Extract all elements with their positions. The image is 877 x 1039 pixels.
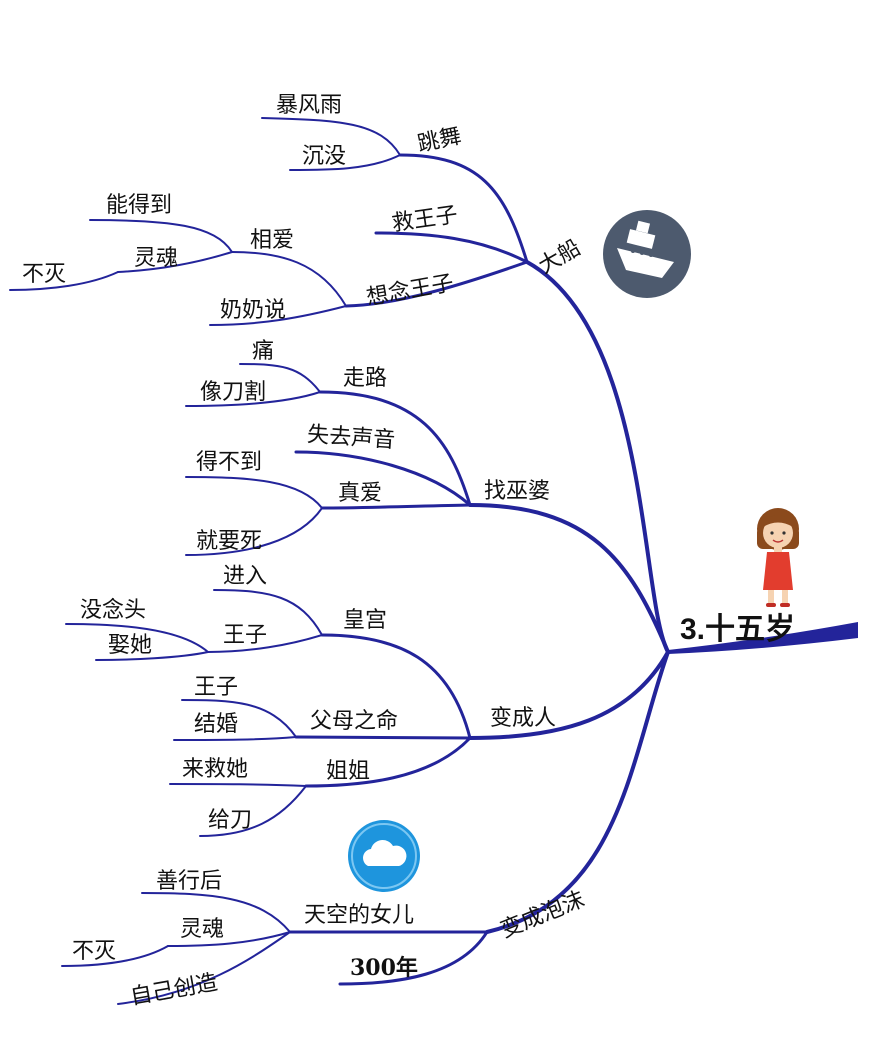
- connector-line: [117, 931, 291, 1005]
- connector-line: [185, 476, 323, 509]
- root-label: 3.十五岁: [680, 613, 795, 646]
- node-label: 真爱: [338, 481, 382, 506]
- node-label: 相爱: [250, 228, 294, 253]
- root-branch: [668, 622, 858, 654]
- connector-line: [167, 931, 291, 947]
- connector-line: [398, 153, 529, 264]
- node-label: 暴风雨: [276, 93, 342, 118]
- connector-line: [181, 699, 297, 738]
- node-label: 不灭: [72, 939, 116, 964]
- node-label: 失去声音: [306, 422, 396, 453]
- node-label: 善行后: [156, 869, 222, 894]
- connector-line: [294, 735, 472, 740]
- connector-line: [141, 892, 291, 933]
- branch-label: 找巫婆: [484, 479, 550, 504]
- connector-line: [169, 783, 307, 787]
- node-label: 父母之命: [310, 709, 398, 734]
- node-label: 来救她: [182, 757, 248, 782]
- branch-label: 变成人: [490, 706, 556, 731]
- node-label: 奶奶说: [220, 298, 286, 323]
- connector-line: [9, 271, 119, 291]
- connector-line: [231, 251, 347, 307]
- node-label: 得不到: [196, 450, 262, 475]
- branch-label: 大船: [534, 236, 585, 280]
- connector-line: [239, 363, 321, 393]
- connector-line: [318, 390, 472, 507]
- connector-line: [485, 650, 670, 934]
- connector-line: [185, 507, 323, 556]
- node-label: 想念王子: [365, 271, 456, 311]
- connector-line: [374, 231, 529, 264]
- node-label: 没念头: [80, 598, 146, 623]
- connector-line: [304, 736, 472, 788]
- node-label: 痛: [252, 339, 274, 364]
- connector-line: [173, 736, 297, 741]
- node-label: 天空的女儿: [304, 903, 414, 928]
- connector-line: [199, 785, 307, 837]
- ship-icon: [603, 210, 691, 298]
- connector-line: [294, 450, 472, 507]
- node-label: 像刀割: [200, 380, 266, 405]
- connector-line: [117, 251, 233, 273]
- node-label: 就要死: [196, 529, 262, 554]
- connector-line: [261, 117, 401, 156]
- connector-line: [65, 623, 209, 653]
- node-label: 走路: [343, 366, 387, 391]
- node-label: 沉没: [302, 144, 346, 169]
- connector-line: [344, 260, 529, 308]
- connector-line: [289, 154, 401, 171]
- cloud-icon: [348, 820, 420, 892]
- node-label: 结婚: [194, 712, 238, 737]
- connector-line: [213, 589, 323, 636]
- node-label: 王子: [223, 623, 267, 648]
- node-label: 进入: [223, 564, 267, 589]
- connector-line: [61, 945, 169, 967]
- node-label: 皇宫: [343, 608, 387, 633]
- connector-line: [89, 219, 233, 253]
- node-label: 能得到: [106, 193, 172, 218]
- node-label: 姐姐: [326, 759, 370, 784]
- node-label: 300年: [350, 955, 418, 981]
- connector-line: [468, 650, 670, 740]
- branch-label: 变成泡沫: [497, 887, 588, 943]
- node-label: 跳舞: [415, 124, 463, 158]
- connector-line: [320, 503, 472, 510]
- connector-line: [207, 634, 323, 653]
- connector-line: [185, 391, 321, 407]
- node-label: 灵魂: [180, 917, 224, 942]
- connector-line: [468, 503, 670, 654]
- connector-line: [95, 651, 209, 661]
- node-label: 给刀: [208, 808, 252, 833]
- connector-line: [320, 633, 472, 740]
- connector-line: [525, 260, 670, 654]
- node-label: 不灭: [22, 262, 66, 287]
- node-label: 救王子: [390, 203, 459, 237]
- node-label: 王子: [194, 675, 238, 700]
- node-label: 自己创造: [128, 970, 219, 1010]
- connector-line: [338, 930, 489, 986]
- node-label: 娶她: [108, 633, 152, 658]
- girl-figure: [757, 508, 799, 607]
- connector-line: [209, 305, 347, 326]
- node-label: 灵魂: [134, 246, 178, 271]
